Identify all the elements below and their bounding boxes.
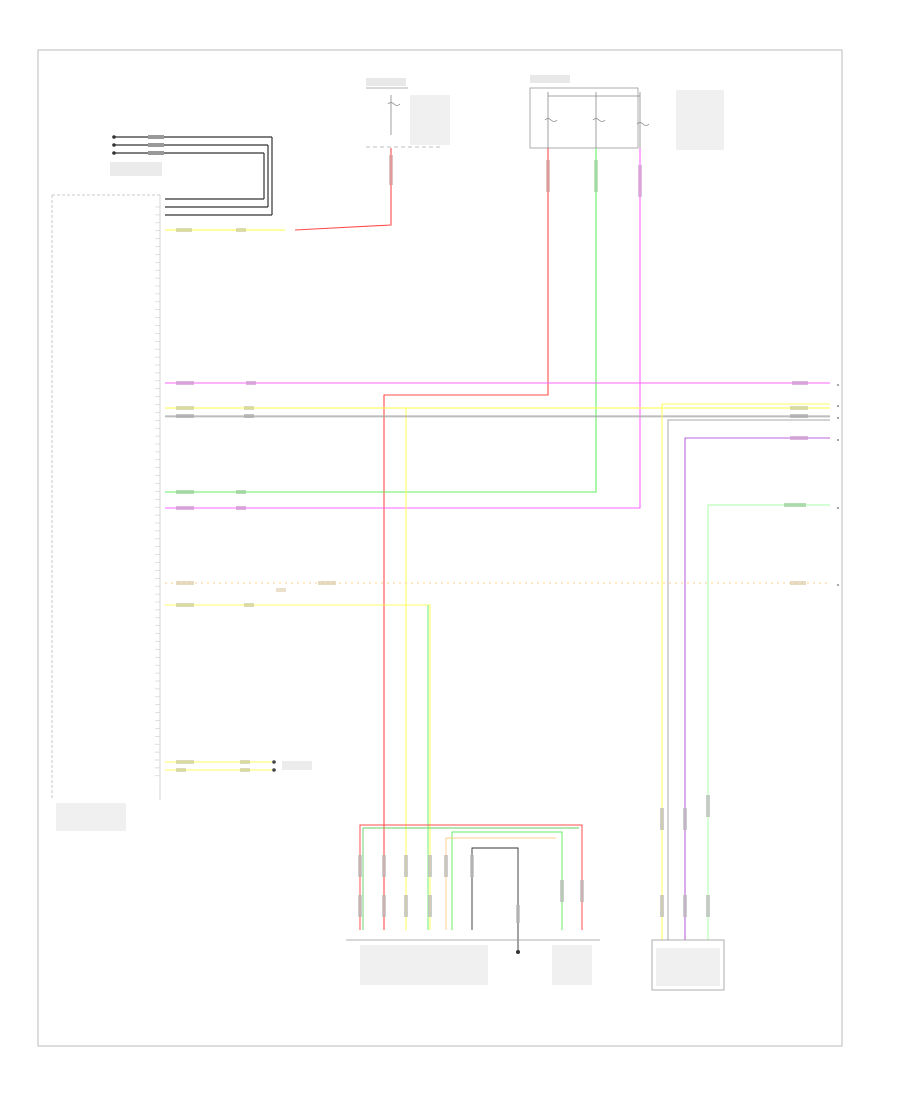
ground-wires-top-left (110, 135, 273, 216)
right-edge-terminals (837, 384, 839, 586)
wire-green-fuse2 (165, 148, 598, 494)
output-speed-sensor (651, 939, 725, 991)
wire-row20-yellow (165, 406, 830, 930)
wire-tags (358, 795, 710, 923)
wire-right-down (661, 403, 830, 940)
wire-violet-fuse3 (165, 148, 642, 510)
wire-row21-gray (165, 414, 830, 418)
diagram-frame (37, 49, 843, 1047)
wire-row52-53 (165, 760, 312, 772)
wire-row3-yellow (165, 228, 285, 232)
wire-row17-violet (165, 381, 830, 385)
fuse-box-right (529, 75, 724, 150)
tcm-module (51, 194, 161, 831)
wire-row35-dashed (165, 581, 830, 592)
wire-red-fuse-left (294, 148, 393, 231)
fuse-box-left (366, 78, 450, 148)
wire-red-main (383, 148, 550, 930)
shift-solenoid-assembly (346, 824, 600, 985)
tcm-pin-numbers (155, 206, 160, 777)
